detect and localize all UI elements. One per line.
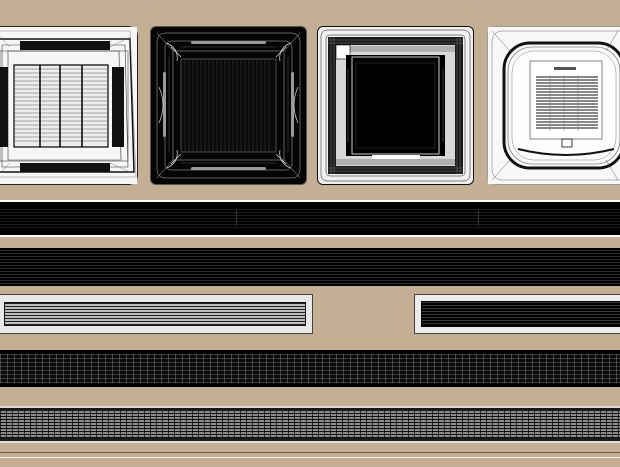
linear-diffuser-strip-1: [0, 200, 620, 237]
cassette-unit-3: [317, 26, 474, 185]
cassette-wireframe-2: [151, 27, 306, 184]
joint-mark: [236, 210, 237, 226]
slot-grid-strip-gray: [0, 406, 620, 443]
cassette-unit-4: [487, 26, 620, 185]
slot-grid-gray: [0, 411, 620, 438]
slot-grid: [0, 354, 620, 383]
linear-diffuser-strip-2: [0, 248, 620, 286]
cassette-wireframe-1: [0, 27, 137, 184]
grille-slots-light: [4, 302, 306, 326]
joint-mark: [478, 210, 479, 226]
slot-grid-strip: [0, 350, 620, 387]
grille-slots-dark: [421, 301, 620, 327]
cassette-unit-1: [0, 26, 138, 185]
grille-bar-left: [0, 294, 313, 334]
grille-bar-right: [414, 294, 620, 334]
bottom-edge-strip: [0, 452, 620, 467]
cassette-unit-2: [150, 26, 307, 185]
diffuser-slots: [0, 207, 620, 230]
cassette-wireframe-4: [488, 27, 620, 184]
edge-line: [0, 457, 620, 458]
cassette-wireframe-3: [318, 27, 473, 184]
